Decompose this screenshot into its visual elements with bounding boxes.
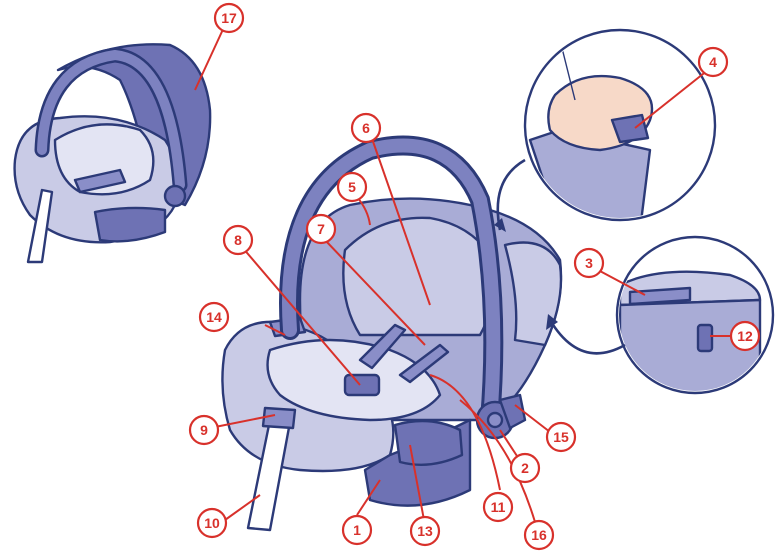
callout-9-label: 9 (200, 422, 208, 438)
callout-17-label: 17 (221, 10, 237, 26)
callout-7-label: 7 (317, 221, 325, 237)
harness-buckle (345, 375, 379, 395)
detail-buckle (612, 115, 648, 142)
callout-2-label: 2 (521, 460, 529, 476)
small-seat-with-canopy (15, 44, 211, 262)
callout-5-label: 5 (348, 179, 356, 195)
callout-16-label: 16 (531, 527, 547, 543)
detail-inset-top (525, 30, 715, 230)
detail-inset-right (617, 237, 773, 400)
callout-11: 11 (484, 493, 512, 521)
callout-17: 17 (215, 4, 243, 32)
callout-12-label: 12 (737, 328, 753, 344)
callout-10: 10 (198, 509, 226, 537)
callout-1-label: 1 (353, 522, 361, 538)
callout-7: 7 (307, 215, 335, 243)
callout-6: 6 (352, 114, 380, 142)
handle-hub-button (488, 413, 502, 427)
small-seat-base (95, 208, 165, 241)
callout-16: 16 (525, 521, 553, 549)
callout-14: 14 (200, 303, 228, 331)
callout-10-label: 10 (204, 515, 220, 531)
callout-11-label: 11 (491, 499, 506, 515)
strap-buckle (263, 408, 295, 428)
callout-9: 9 (190, 416, 218, 444)
callout-4: 4 (699, 48, 727, 76)
arrow-right-inset (550, 320, 625, 353)
callout-14-label: 14 (206, 309, 222, 325)
large-seat (222, 146, 561, 530)
callout-15: 15 (547, 423, 575, 451)
small-seat-handle-hub (165, 186, 185, 206)
callout-12: 12 (731, 322, 759, 350)
callout-1: 1 (343, 516, 371, 544)
detail-handle-end (630, 288, 690, 304)
callout-13-label: 13 (417, 523, 433, 539)
callout-13: 13 (411, 517, 439, 545)
callout-6-label: 6 (362, 120, 370, 136)
detail-lock-button (698, 325, 712, 351)
detail-shell-body (620, 300, 760, 400)
headrest (343, 218, 493, 335)
callout-2: 2 (511, 454, 539, 482)
callout-4-label: 4 (709, 54, 717, 70)
callout-5: 5 (338, 173, 366, 201)
callout-8: 8 (224, 226, 252, 254)
callout-15-label: 15 (553, 429, 569, 445)
release-lever (395, 421, 462, 465)
callout-3-label: 3 (585, 255, 593, 271)
callout-8-label: 8 (234, 232, 242, 248)
callout-3: 3 (575, 249, 603, 277)
